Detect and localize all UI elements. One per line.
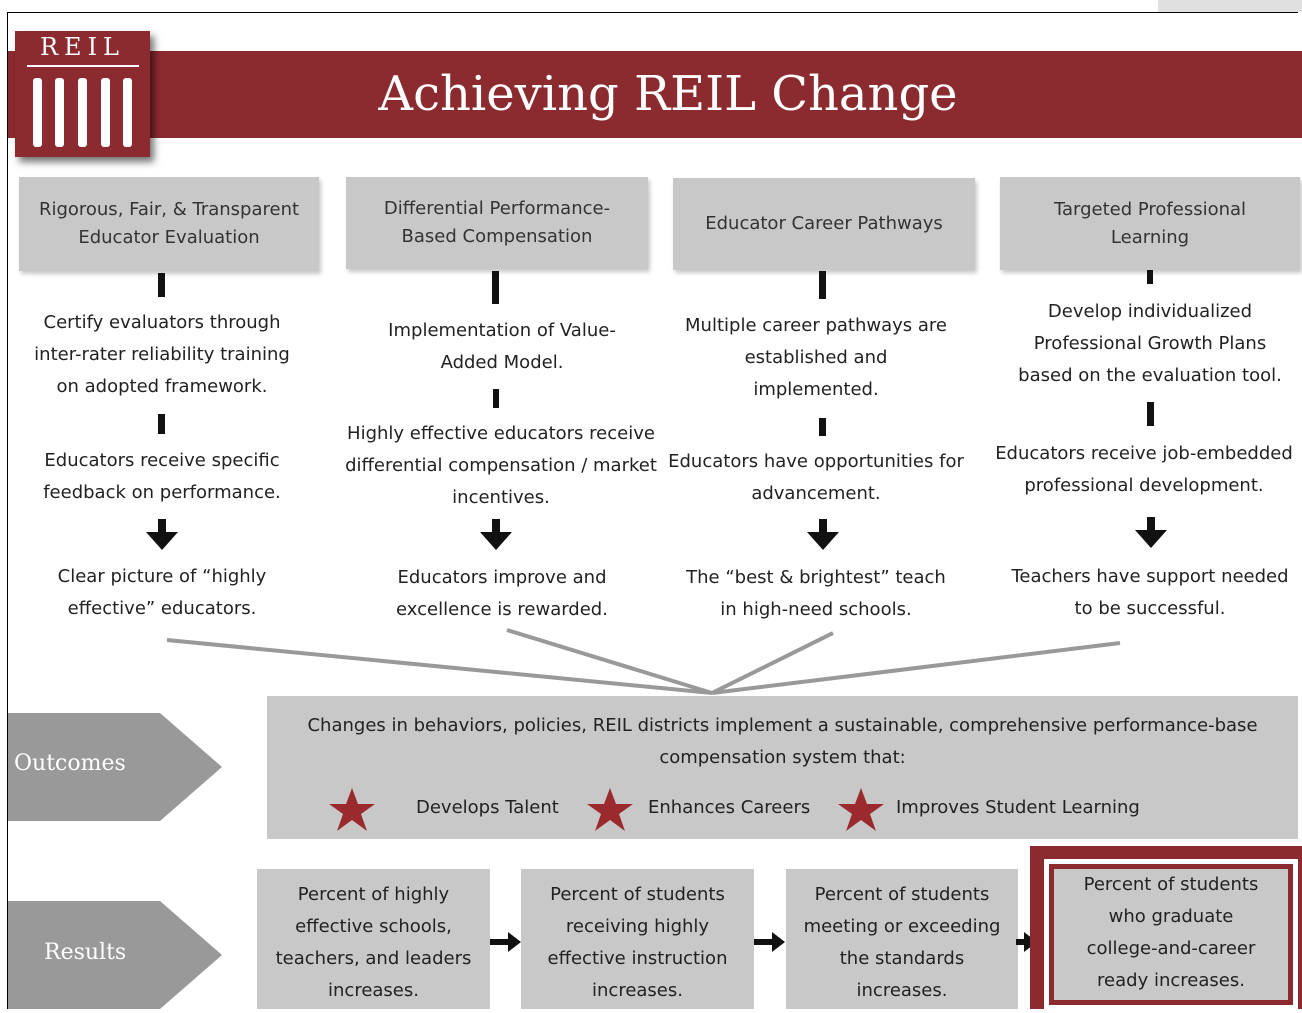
career-step-1: Multiple career pathways are established… xyxy=(685,315,947,400)
column-header-evaluation: Rigorous, Fair, & Transparent Educator E… xyxy=(19,177,319,271)
evaluation-step-2: Educators receive specific feedback on p… xyxy=(43,450,281,503)
result-text: Percent of students meeting or exceeding… xyxy=(803,884,1001,1001)
page-frame xyxy=(7,12,1298,1009)
outcome-enhances-careers: Enhances Careers xyxy=(648,797,811,818)
learning-result: Teachers have support needed to be succe… xyxy=(1011,566,1289,619)
arrow-right-icon xyxy=(490,932,521,952)
outcomes-label: Outcomes xyxy=(14,751,126,776)
result-text: Percent of students receiving highly eff… xyxy=(547,884,728,1001)
converging-line xyxy=(711,631,834,695)
arrow-down-icon xyxy=(807,519,839,550)
column-header-career-pathways: Educator Career Pathways xyxy=(673,178,975,270)
converging-line xyxy=(166,638,713,695)
column-header-label: Differential Performance-Based Compensat… xyxy=(383,198,611,247)
outcomes-box: Changes in behaviors, policies, REIL dis… xyxy=(267,696,1298,839)
connector xyxy=(493,389,499,408)
logo-column xyxy=(101,78,110,147)
final-result-frame: Percent of students who graduate college… xyxy=(1044,859,1298,1010)
connector xyxy=(1147,270,1153,284)
corner-tab xyxy=(1158,0,1302,12)
column-header-label: Targeted Professional Learning xyxy=(1053,198,1247,248)
logo-divider xyxy=(27,65,139,67)
arrow-down-icon xyxy=(1135,517,1167,548)
logo-text: REIL xyxy=(39,33,125,61)
result-text: Percent of highly effective schools, tea… xyxy=(275,884,472,1001)
reil-logo: REIL xyxy=(15,31,150,157)
result-box-3: Percent of students meeting or exceeding… xyxy=(786,869,1018,1009)
connector xyxy=(819,418,826,436)
connector xyxy=(158,414,165,434)
compensation-step-2: Highly effective educators receive diffe… xyxy=(345,423,657,508)
logo-column xyxy=(55,78,64,147)
logo-column xyxy=(78,78,87,147)
result-text: Percent of students who graduate college… xyxy=(1083,874,1259,991)
column-header-label: Educator Career Pathways xyxy=(705,213,943,234)
result-box-4: Percent of students who graduate college… xyxy=(1054,869,1288,1000)
learning-step-2: Educators receive job-embedded professio… xyxy=(995,443,1293,496)
arrow-right-icon xyxy=(1016,932,1037,952)
career-step-2: Educators have opportunities for advance… xyxy=(668,451,964,504)
compensation-step-1: Implementation of Value-Added Model. xyxy=(388,320,616,373)
connector xyxy=(1147,402,1154,426)
result-box-2: Percent of students receiving highly eff… xyxy=(521,869,754,1009)
column-header-compensation: Differential Performance-Based Compensat… xyxy=(346,177,648,269)
logo-column xyxy=(123,78,132,147)
converging-line xyxy=(711,641,1121,695)
column-header-professional-learning: Targeted Professional Learning xyxy=(1000,177,1300,270)
arrow-down-icon xyxy=(480,519,512,550)
learning-step-1: Develop individualized Professional Grow… xyxy=(1018,301,1282,386)
outcomes-description: Changes in behaviors, policies, REIL dis… xyxy=(307,715,1258,768)
star-icon xyxy=(838,788,884,831)
page-title: Achieving REIL Change xyxy=(378,66,958,122)
star-icon xyxy=(587,788,633,831)
result-box-1: Percent of highly effective schools, tea… xyxy=(257,869,490,1009)
outcome-develops-talent: Develops Talent xyxy=(416,797,559,818)
evaluation-result: Clear picture of “highly effective” educ… xyxy=(57,566,267,619)
connector xyxy=(158,273,165,297)
final-result-highlight: Percent of students who graduate college… xyxy=(1030,846,1302,1010)
converging-line xyxy=(506,628,713,695)
arrow-right-icon xyxy=(754,932,785,952)
connector xyxy=(819,271,826,299)
career-result: The “best & brightest” teach in high-nee… xyxy=(686,567,946,620)
title-banner: Achieving REIL Change xyxy=(8,51,1302,138)
logo-column xyxy=(33,78,42,147)
results-label: Results xyxy=(44,940,127,965)
results-pentagon xyxy=(8,901,222,1009)
connector xyxy=(492,271,499,304)
compensation-result: Educators improve and excellence is rewa… xyxy=(396,567,608,620)
evaluation-step-1: Certify evaluators through inter-rater r… xyxy=(34,312,290,397)
star-icon xyxy=(329,788,375,831)
arrow-down-icon xyxy=(146,519,178,550)
outcome-improves-learning: Improves Student Learning xyxy=(896,797,1140,818)
outcomes-pentagon xyxy=(8,713,222,821)
column-header-label: Rigorous, Fair, & Transparent Educator E… xyxy=(38,199,300,248)
